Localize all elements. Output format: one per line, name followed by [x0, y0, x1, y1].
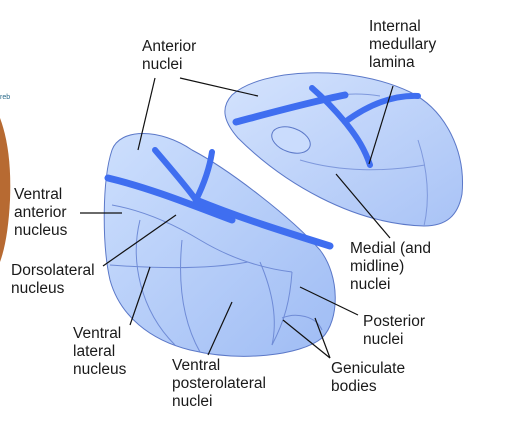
- label-dorsolateral-nucleus: Dorsolateral nucleus: [11, 262, 95, 297]
- edge-fragment-text: reb: [0, 94, 11, 101]
- right-thalamus: [224, 72, 464, 227]
- leader-posterior: [299, 286, 359, 316]
- geniculate-outline: [281, 314, 323, 331]
- label-internal-medullary-lamina: Internal medullary lamina: [369, 18, 437, 71]
- leader-lines: [80, 77, 394, 359]
- leader-anterior-left: [137, 77, 156, 151]
- leader-geniculate-a: [282, 319, 331, 359]
- label-anterior-nuclei: Anterior nuclei: [142, 38, 197, 73]
- leader-medial-midline: [335, 173, 391, 239]
- label-ventral-posterolateral-nuclei: Ventral posterolateral nuclei: [172, 357, 266, 410]
- leader-geniculate-b: [314, 317, 331, 359]
- leader-ventral-lateral: [129, 266, 151, 326]
- edge-figure-fragment: [0, 118, 11, 262]
- label-geniculate-bodies: Geniculate bodies: [331, 360, 406, 395]
- left-thalamus: [103, 133, 336, 357]
- leader-anterior-right: [179, 77, 259, 97]
- label-ventral-lateral-nucleus: Ventral lateral nucleus: [73, 325, 127, 378]
- leader-dorsolateral: [102, 214, 177, 267]
- leader-ventral-posterolateral: [207, 301, 233, 356]
- interthalamic-adhesion: [271, 126, 311, 154]
- leader-internal-medullary-lamina: [368, 85, 394, 165]
- label-medial-midline-nuclei: Medial (and midline) nuclei: [350, 240, 431, 293]
- lamina-left-front: [104, 174, 236, 224]
- lamina-right-front: [232, 91, 349, 126]
- label-posterior-nuclei: Posterior nuclei: [363, 313, 426, 348]
- label-ventral-anterior-nucleus: Ventral anterior nucleus: [14, 186, 68, 239]
